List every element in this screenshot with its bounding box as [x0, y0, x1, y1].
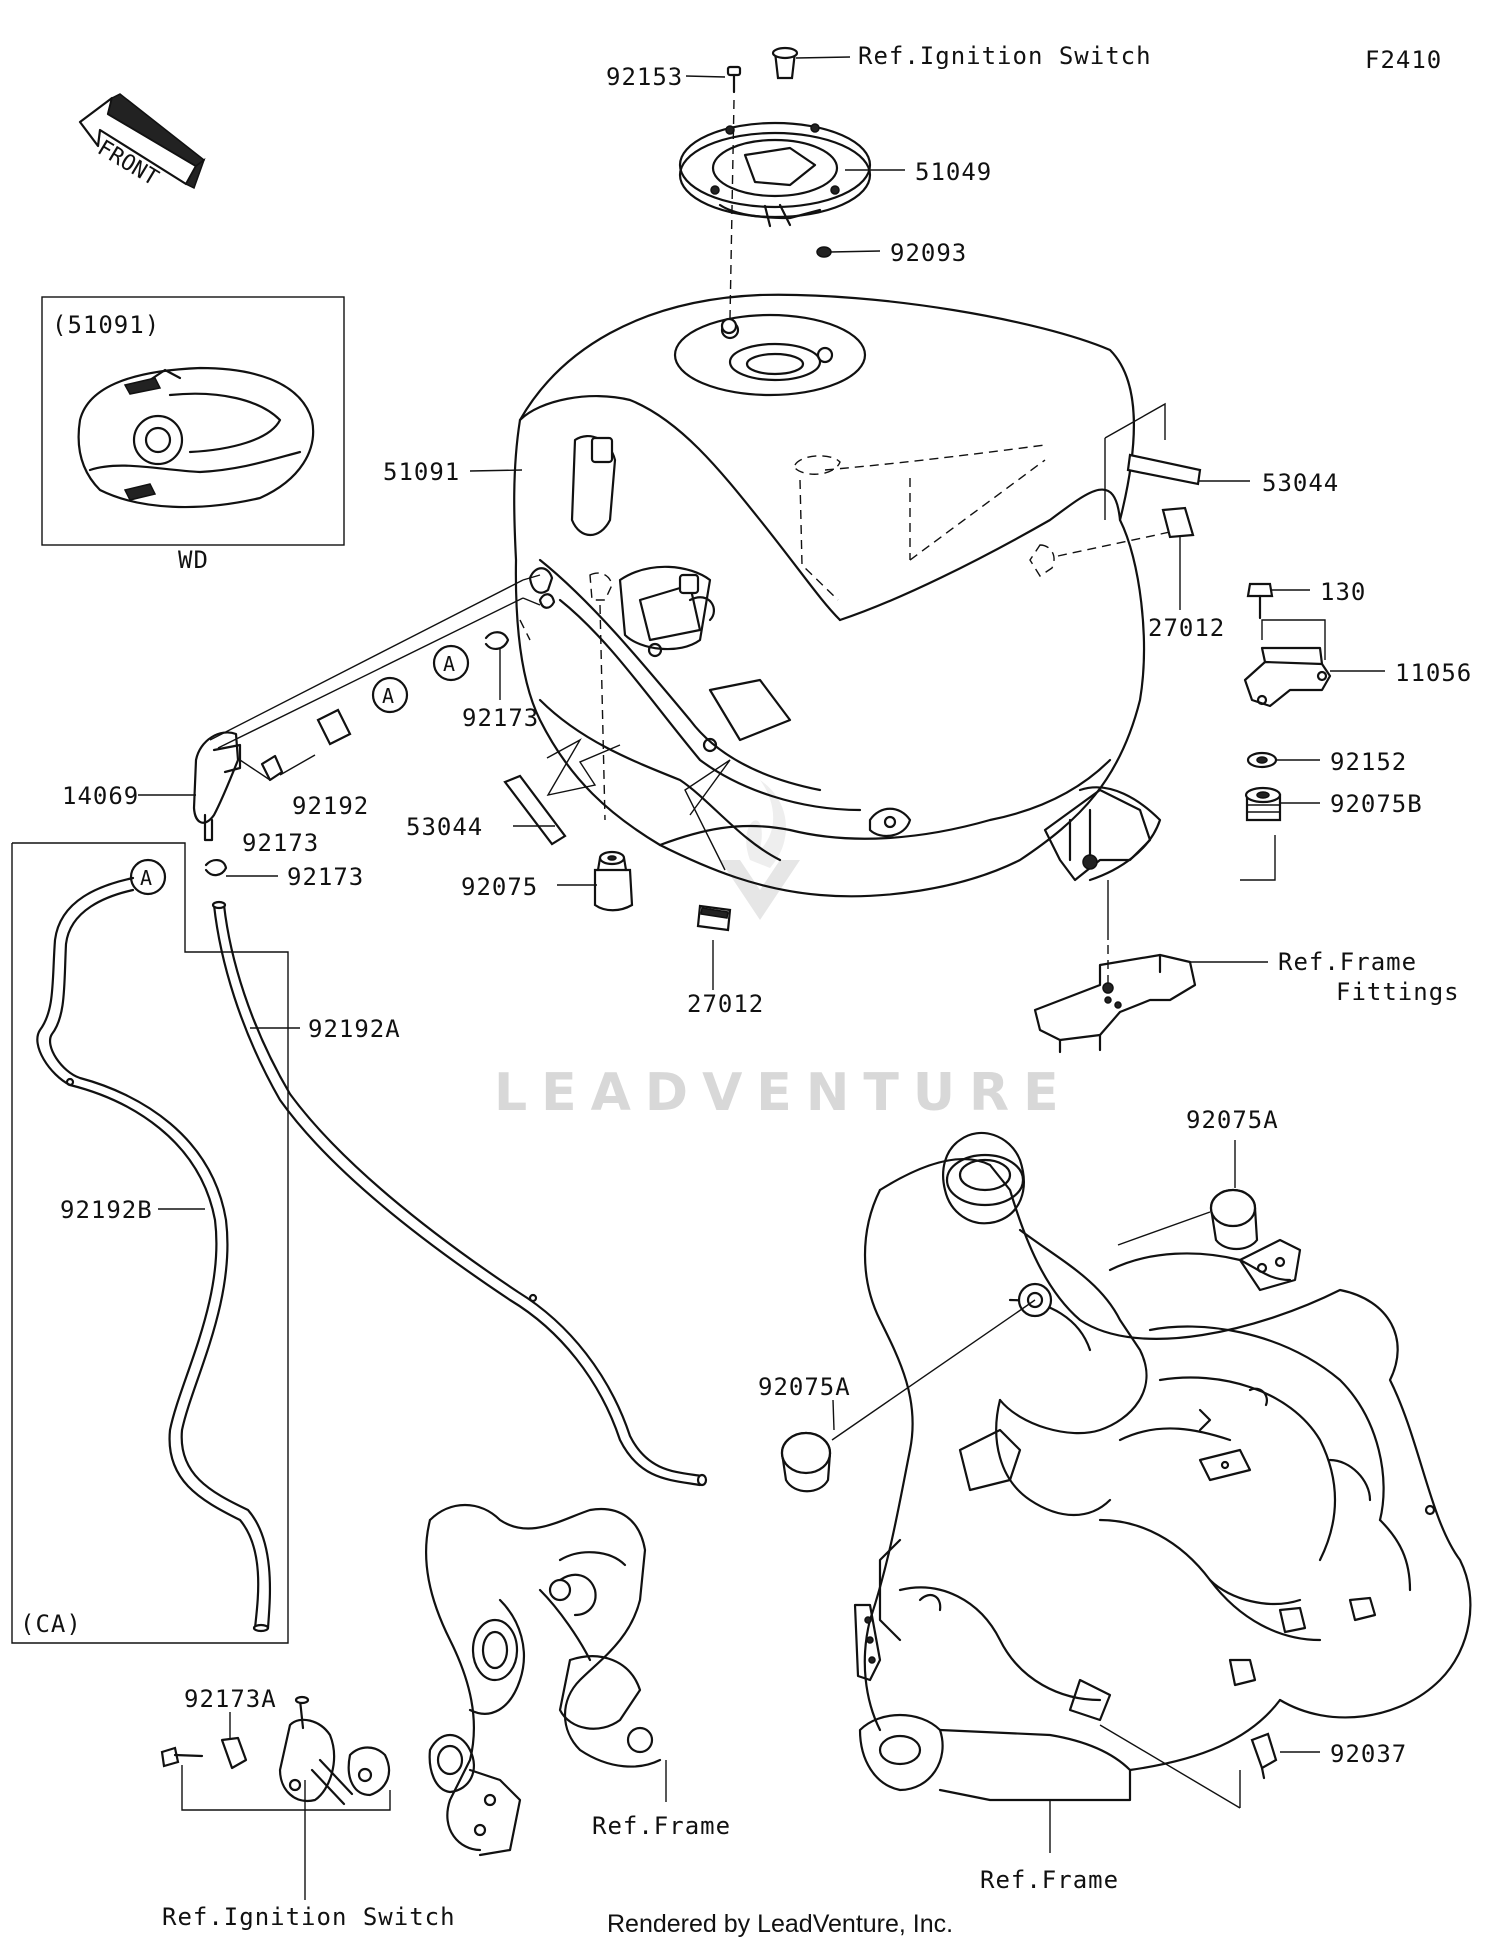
front-arrow-text: FRONT — [93, 136, 163, 192]
label-92173-c: 92173 — [287, 863, 364, 891]
inset-51091-wd: (51091) WD — [41, 296, 345, 574]
label-27012-right: 27012 — [1148, 614, 1225, 642]
inset-51091-part: (51091) — [52, 311, 160, 339]
label-92037: 92037 — [1330, 1740, 1407, 1768]
label-92192a: 92192A — [308, 1015, 401, 1043]
ignition-bolt-top — [771, 46, 799, 80]
label-53044-left: 53044 — [406, 813, 483, 841]
screw-92153 — [720, 65, 742, 335]
clip-92037 — [1250, 1732, 1278, 1780]
label-27012-right — [1161, 506, 1195, 539]
render-credit: Rendered by LeadVenture, Inc. — [607, 1910, 953, 1938]
label-ref-frame-fittings-1: Ref.Frame — [1278, 948, 1417, 976]
collar-92152 — [1246, 751, 1278, 769]
strip-53044-right — [1104, 402, 1202, 520]
damper-92075 — [593, 850, 634, 912]
label-ref-ignition-bottom: Ref.Ignition Switch — [162, 1903, 456, 1931]
label-53044-right: 53044 — [1262, 469, 1339, 497]
tube-92192a — [211, 900, 708, 1487]
damper-92075b — [1244, 786, 1282, 822]
label-ref-frame-fittings-2: Fittings — [1336, 978, 1460, 1006]
label-51049: 51049 — [915, 158, 992, 186]
tank-dashed-refs — [519, 444, 1171, 821]
front-arrow-icon: FRONT — [78, 93, 206, 192]
frame-lower-left — [424, 1503, 662, 1857]
filler-cap-51049 — [678, 121, 872, 228]
bracket-11056 — [1243, 619, 1332, 708]
label-92192: 92192 — [292, 792, 369, 820]
clamp-92173-c — [204, 859, 228, 877]
label-92192b: 92192B — [60, 1196, 153, 1224]
label-27012-bottom: 27012 — [687, 990, 764, 1018]
label-92075b: 92075B — [1330, 790, 1423, 818]
fuel-valve-assembly — [160, 1695, 391, 1900]
connector-a-2-text: A — [382, 684, 394, 708]
label-92075a-top: 92075A — [1186, 1106, 1279, 1134]
label-92093: 92093 — [890, 239, 967, 267]
inset-ca: (CA) — [11, 842, 289, 1644]
watermark-text: LEADVENTURE — [494, 1063, 1073, 1123]
bolt-130 — [1246, 582, 1274, 620]
frame-fittings-bracket — [1033, 835, 1276, 1054]
watermark: LEADVENTURE — [494, 780, 1073, 1123]
label-92173a: 92173A — [184, 1685, 277, 1713]
connector-a-3-text: A — [140, 866, 152, 890]
clamp-92173-a — [484, 631, 510, 650]
connector-a-2: A — [371, 676, 409, 714]
connector-a-3: A — [129, 858, 167, 896]
damper-92075a-left — [780, 1431, 832, 1493]
label-ref-ignition-top: Ref.Ignition Switch — [858, 42, 1152, 70]
grommet-92093 — [816, 246, 832, 258]
label-ref-frame-bottom: Ref.Frame — [980, 1866, 1119, 1894]
label-14069: 14069 — [62, 782, 139, 810]
fuel-tank-51091 — [513, 293, 1162, 898]
label-92075a-left: 92075A — [758, 1373, 851, 1401]
label-11056: 11056 — [1395, 659, 1472, 687]
connector-a-1: A — [432, 644, 470, 682]
tube-92192b — [36, 876, 272, 1633]
strip-53044-left — [503, 738, 621, 846]
label-130: 130 — [1320, 578, 1366, 606]
label-92153: 92153 — [606, 63, 683, 91]
leader-lines — [138, 56, 1385, 1853]
label-92173-b: 92173 — [242, 829, 319, 857]
frame-main — [853, 1131, 1472, 1802]
label-51091: 51091 — [383, 458, 460, 486]
damper-92075a-top — [1209, 1188, 1259, 1251]
diagram-code: F2410 — [1365, 46, 1442, 74]
label-92075: 92075 — [461, 873, 538, 901]
valve-14069 — [192, 731, 242, 842]
label-ref-frame-mid: Ref.Frame — [592, 1812, 731, 1840]
label-92173-a: 92173 — [462, 704, 539, 732]
inset-51091-variant: WD — [178, 546, 209, 574]
inset-ca-variant: (CA) — [20, 1610, 82, 1638]
label-92152: 92152 — [1330, 748, 1407, 776]
connector-a-1-text: A — [443, 652, 455, 676]
label-27012-bottom — [684, 759, 732, 990]
breather-92192 — [209, 567, 556, 782]
